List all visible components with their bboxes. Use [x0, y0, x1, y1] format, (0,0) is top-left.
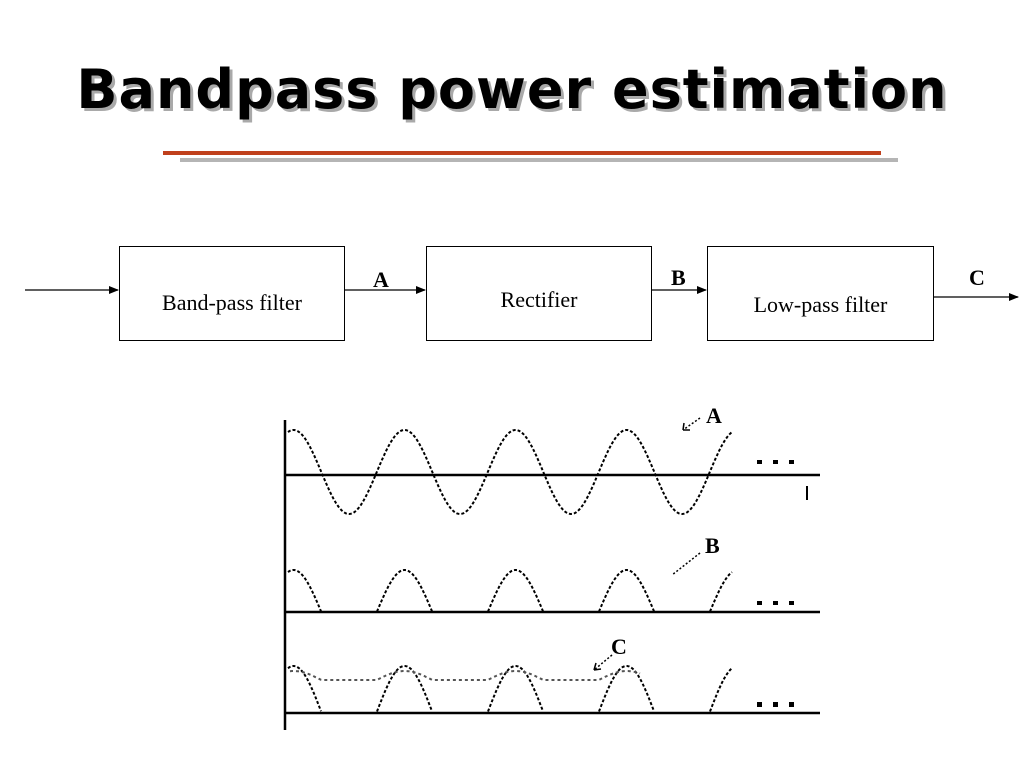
waveform-label-a: A [706, 403, 722, 428]
rectifier-label: Rectifier [500, 287, 578, 312]
waveform-a-pointer [682, 417, 701, 431]
waveform-b-rectified [287, 569, 733, 612]
title-underline-shadow [180, 158, 898, 162]
rectifier-block: Rectifier [426, 246, 652, 341]
waveform-c-lowpass-envelope [289, 670, 641, 681]
waveform-a-ellipsis [757, 460, 808, 500]
waveform-label-b: B [705, 533, 720, 558]
title-underline [163, 151, 881, 155]
lowpass-filter-label: Low-pass filter [753, 292, 888, 317]
lowpass-filter-block: Low-pass filter [707, 246, 934, 341]
waveform-c-rectified [287, 665, 733, 712]
waveform-label-c: C [611, 634, 627, 659]
waveform-a-sine [287, 429, 733, 516]
waveform-c-pointer [593, 654, 613, 671]
bandpass-filter-block: Band-pass filter [119, 246, 345, 341]
signal-label-a: A [373, 267, 389, 292]
waveform-b-ellipsis [757, 601, 794, 605]
waveform-c-ellipsis [757, 702, 794, 707]
bandpass-filter-label: Band-pass filter [162, 290, 302, 315]
signal-label-b: B [671, 265, 686, 290]
waveform-b-pointer [671, 552, 701, 576]
slide-title: Bandpass power estimation [76, 58, 948, 121]
signal-label-c: C [969, 265, 985, 290]
